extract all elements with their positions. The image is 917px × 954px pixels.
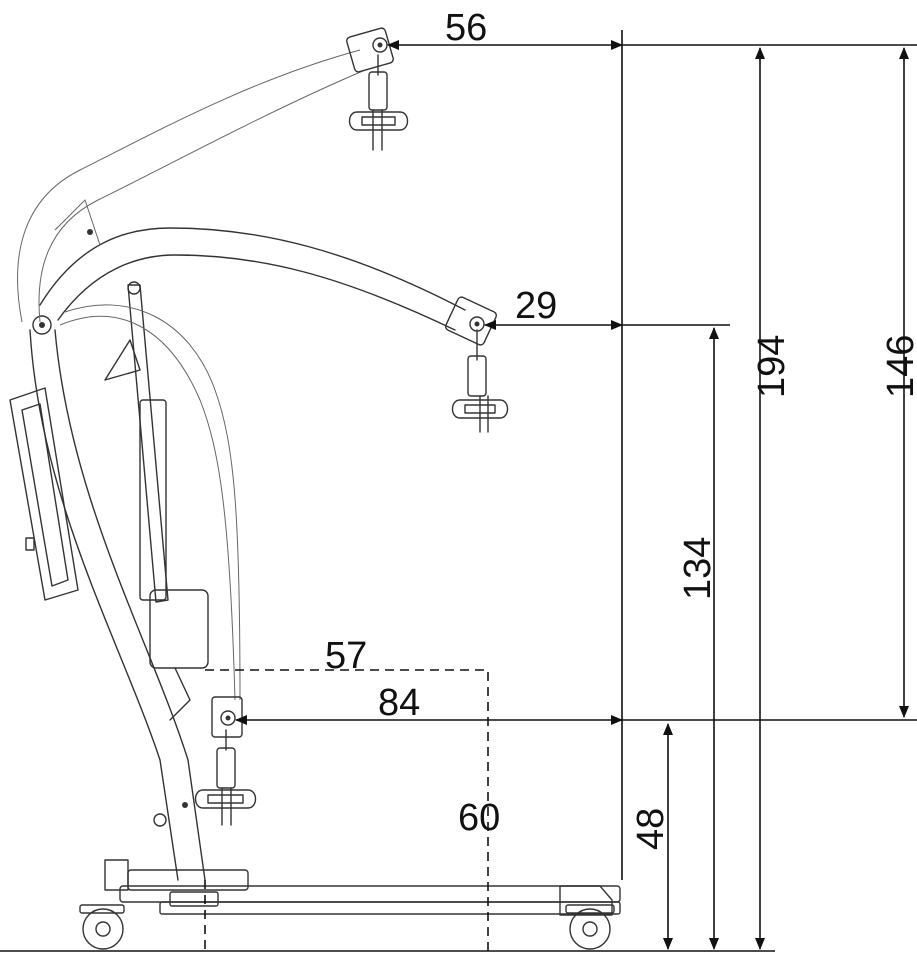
boom-arm-low [59, 304, 243, 738]
label-max-height: 194 [751, 335, 793, 398]
label-top-reach: 56 [445, 7, 487, 49]
spreader-bar-top [348, 54, 409, 151]
lift-base [104, 859, 621, 916]
battery-control-box [9, 387, 79, 601]
boom-arm-middle [39, 227, 498, 381]
lift-actuator [127, 281, 209, 721]
spreader-bar-middle [451, 329, 509, 433]
label-opening-height: 60 [458, 797, 500, 839]
spreader-bar-low [194, 729, 257, 826]
label-middle-height: 134 [677, 537, 719, 600]
label-low-height: 48 [630, 808, 672, 850]
lift-mast [29, 315, 206, 881]
lift-illustration [9, 27, 621, 950]
boom-arm-top [17, 27, 394, 323]
rear-wheel [565, 904, 615, 950]
label-lift-range: 146 [880, 335, 917, 398]
label-base-depth: 57 [325, 635, 367, 677]
label-low-reach: 84 [378, 682, 420, 724]
front-wheel [79, 904, 125, 950]
dashed-base-opening [205, 669, 489, 951]
brake-pedal [169, 891, 219, 907]
label-middle-reach: 29 [515, 285, 557, 327]
